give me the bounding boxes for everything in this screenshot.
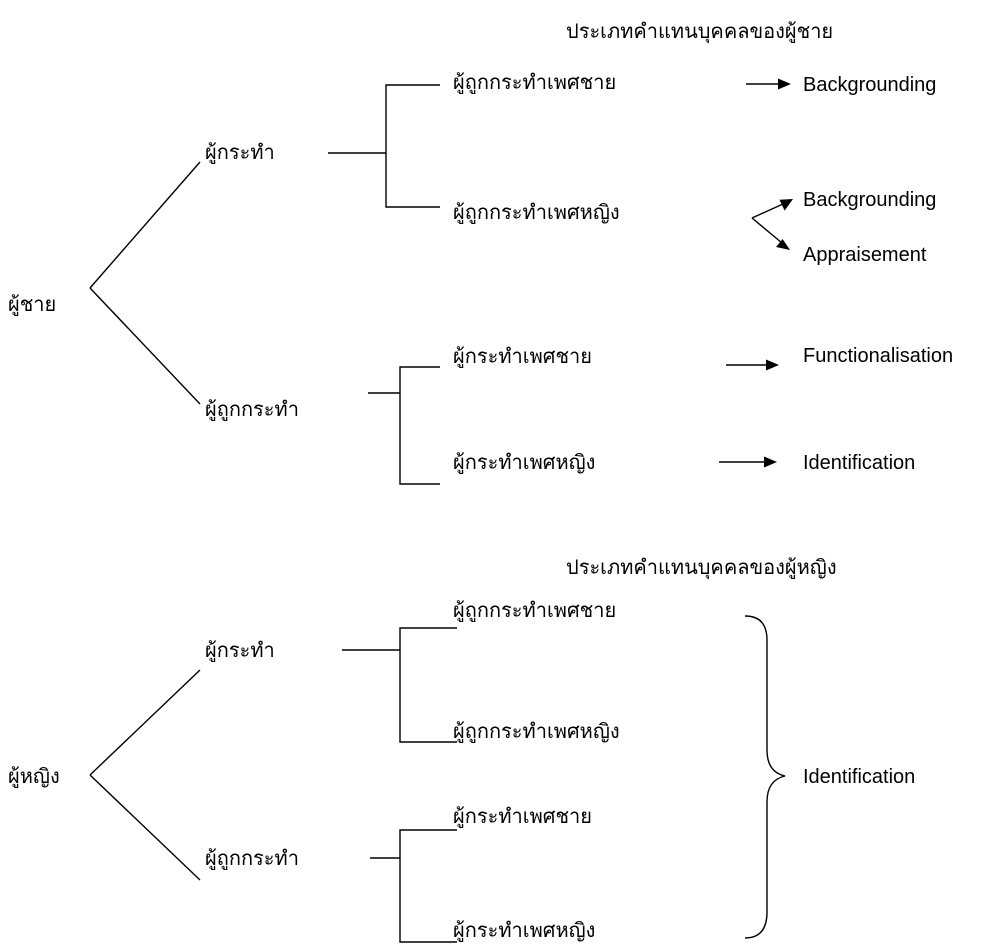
bracket-agent [399,627,457,743]
arrow-head [776,239,790,250]
outcome-backgrounding: Backgrounding [803,189,936,211]
diagram-2-title: ประเภทคำแทนบุคคลของผู้หญิง [566,555,837,580]
outcome-identification: Identification [803,452,915,474]
bracket-patient [399,366,440,485]
arrow-head [766,359,779,371]
outcome-functionalisation: Functionalisation [803,345,953,367]
outcome-backgrounding: Backgrounding [803,74,936,96]
leaf-agent-female-patient: ผู้ถูกกระทำเพศหญิง [453,200,620,225]
arrow-head [764,456,777,468]
edge-root-to-agent [89,669,201,776]
branch-agent-label: ผู้กระทำ [205,638,275,663]
arrow-head [778,78,791,90]
outcome-appraisement: Appraisement [803,244,927,266]
branch-patient-label: ผู้ถูกกระทำ [205,846,299,871]
arrow-head [779,199,793,211]
arrow-line [751,217,783,244]
diagram-1-root: ผู้ชาย [8,292,56,317]
diagram-1-title: ประเภทคำแทนบุคคลของผู้ชาย [566,19,833,44]
diagram-2-root: ผู้หญิง [8,764,60,789]
leaf-patient-male-agent: ผู้กระทำเพศชาย [453,804,592,829]
leaf-patient-female-agent: ผู้กระทำเพศหญิง [453,450,595,475]
bracket-patient [399,829,457,943]
edge-root-to-agent [89,161,201,289]
bracket-agent [385,84,440,208]
edge-root-to-patient [89,287,201,405]
diagram-female: ประเภทคำแทนบุคคลของผู้หญิง ผู้หญิง ผู้กร… [8,555,915,943]
leaf-agent-male-patient: ผู้ถูกกระทำเพศชาย [453,598,616,623]
branch-patient-label: ผู้ถูกกระทำ [205,397,299,422]
leaf-agent-male-patient: ผู้ถูกกระทำเพศชาย [453,70,616,95]
diagram-male: ประเภทคำแทนบุคคลของผู้ชาย ผู้ชาย ผู้กระท… [8,19,953,485]
outcome-identification: Identification [803,766,915,788]
edge-root-to-patient [89,774,201,881]
leaf-agent-female-patient: ผู้ถูกกระทำเพศหญิง [453,719,620,744]
arrow-line [751,203,784,219]
leaf-patient-male-agent: ผู้กระทำเพศชาย [453,344,592,369]
curly-brace [744,615,786,939]
branch-agent-label: ผู้กระทำ [205,140,275,165]
leaf-patient-female-agent: ผู้กระทำเพศหญิง [453,918,595,943]
